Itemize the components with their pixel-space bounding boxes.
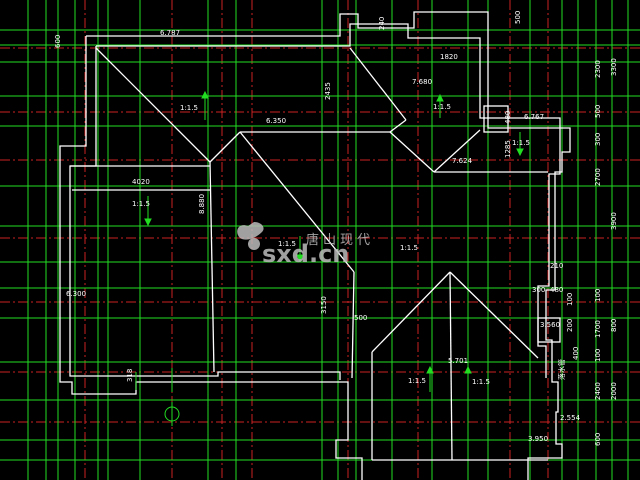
dim-318: 318: [126, 369, 134, 382]
right-dim-2700: 2700: [594, 168, 602, 186]
elev-6787-top: 6.787: [160, 29, 180, 37]
elev-7624: 7.624: [452, 157, 473, 165]
slope-6: 1:1.5: [400, 244, 418, 252]
elev-3950: 3.950: [528, 435, 548, 443]
dim-500-mid: 500: [354, 314, 367, 322]
right-dim-2300: 2300: [594, 60, 602, 78]
dim-480-right: 480: [550, 286, 563, 294]
slope-1: 1:1.5: [180, 104, 198, 112]
right-dim-800: 800: [610, 319, 618, 332]
slope-arrows: [135, 90, 524, 392]
slope-3: 1:1.5: [132, 200, 150, 208]
elev-6300: 6.300: [66, 290, 86, 298]
slope-2: 1:1.5: [433, 103, 451, 111]
elev-2554: 2.554: [560, 414, 581, 422]
elev-8880: 8.880: [198, 194, 206, 214]
elev-6350: 6.350: [266, 117, 286, 125]
dim-200: 200: [566, 319, 574, 332]
dim-480: 480: [504, 111, 512, 124]
elev-6767-right: 6.767: [524, 113, 544, 121]
dim-top-600: 600: [54, 35, 62, 48]
watermark-logo-icon: [237, 222, 264, 250]
dim-3150: 3150: [320, 296, 328, 314]
right-dim-100a: 100: [594, 289, 602, 302]
elev-3560: 3.560: [540, 321, 560, 329]
slope-8: 1:1.5: [472, 378, 490, 386]
dim-2435: 2435: [324, 82, 332, 100]
slope-5: 1:1.5: [278, 240, 296, 248]
slope-4: 1:1.5: [512, 139, 530, 147]
dim-top-240: 240: [378, 17, 386, 30]
right-dim-2000: 2000: [610, 382, 618, 400]
elev-5701: 5.701: [448, 357, 468, 365]
dim-1285: 1285: [504, 140, 512, 158]
dim-4020: 4020: [132, 178, 150, 186]
right-dim-300: 300: [594, 133, 602, 146]
right-dim-100b: 100: [594, 349, 602, 362]
watermark-domain: sxd.cn: [262, 240, 349, 268]
right-dim-3900: 3900: [610, 212, 618, 230]
right-dim-3300: 3300: [610, 58, 618, 76]
watermark-brand-cn: 唐山现代: [306, 232, 374, 248]
north-marker-icon: [164, 402, 180, 426]
small-100: 100: [566, 293, 574, 306]
dim-1820: 1820: [440, 53, 458, 61]
right-dim-500: 500: [594, 105, 602, 118]
small-400: 400: [572, 347, 580, 360]
annotations: 600 500 240 6.787 1820 7.680 1:1.5 1:1.5…: [54, 11, 618, 446]
watermark: 唐山现代 sxd.cn: [237, 222, 374, 268]
dim-top-500: 500: [514, 11, 522, 24]
drain-note: 落水管: [557, 359, 566, 380]
slope-7: 1:1.5: [408, 377, 426, 385]
elev-7680: 7.680: [412, 78, 432, 86]
dim-210: 210: [550, 262, 563, 270]
right-dim-2400: 2400: [594, 382, 602, 400]
right-dim-600: 600: [594, 433, 602, 446]
right-dim-1700: 1700: [594, 320, 602, 338]
dim-300: 300: [532, 286, 545, 294]
